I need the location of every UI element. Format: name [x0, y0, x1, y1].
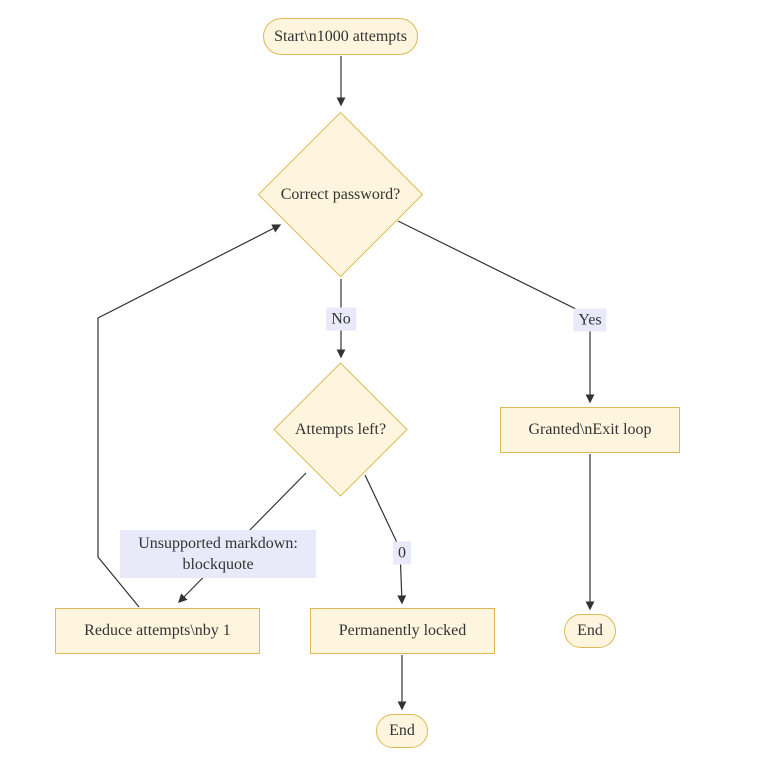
node-correct-password: Correct password?: [257, 111, 424, 278]
node-end-granted: End: [564, 614, 616, 648]
node-reduce-attempts: Reduce attempts\nby 1: [55, 608, 260, 654]
edge-label-unsupported-markdown: Unsupported markdown: blockquote: [120, 530, 316, 578]
edge-correct-password-to-granted: [397, 220, 595, 404]
edge-label-zero: 0: [393, 541, 411, 565]
node-granted: Granted\nExit loop: [500, 407, 680, 453]
edge-label-yes: Yes: [573, 308, 607, 332]
edge-attempts-left-to-permanently-locked: [364, 474, 407, 605]
edge-reduce-attempts-to-correct-password: [97, 224, 282, 608]
node-permanently-locked: Permanently locked: [310, 608, 495, 654]
edge-label-no: No: [326, 307, 356, 331]
node-attempts-left: Attempts left?: [273, 362, 408, 497]
node-correct-password-label: Correct password?: [280, 185, 401, 203]
node-attempts-left-label: Attempts left?: [294, 420, 387, 438]
node-end-locked: End: [376, 714, 428, 748]
node-start: Start\n1000 attempts: [263, 18, 418, 55]
